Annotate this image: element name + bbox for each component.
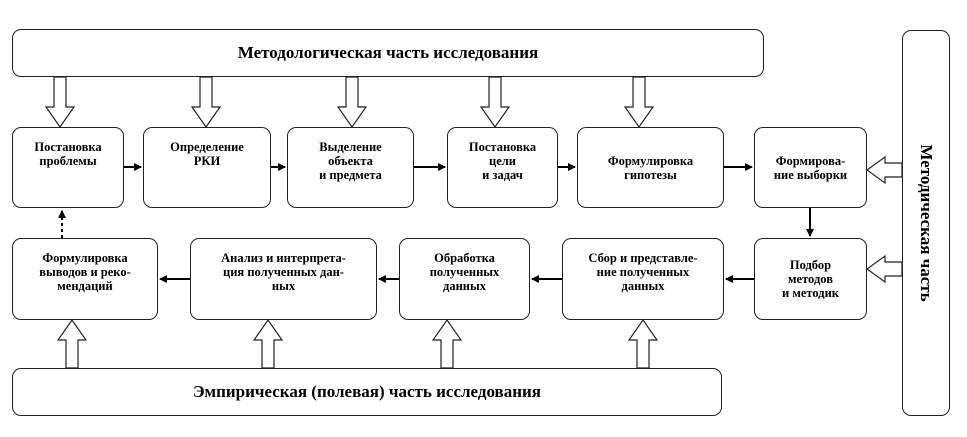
- hollow-arrow-down-5: [623, 76, 655, 129]
- step-methods-selection-label: Подбор методов и методик: [782, 258, 839, 300]
- step-sample-formation: Формирова- ние выборки: [754, 127, 867, 208]
- hollow-arrow-up-1: [56, 318, 88, 369]
- step-conclusions-label: Формулировка выводов и реко- мендаций: [39, 251, 131, 293]
- step-object-subject-label: Выделение объекта и предмета: [319, 140, 382, 182]
- hollow-arrow-up-2: [252, 318, 284, 369]
- step-goal-tasks-label: Постановка цели и задач: [468, 140, 537, 182]
- hollow-arrow-up-4: [627, 318, 659, 369]
- step-problem-statement-label: Постановка проблемы: [34, 140, 102, 168]
- step-analysis: Анализ и интерпрета- ция полученных дан-…: [190, 238, 377, 320]
- methodical-part-banner: Методическая часть: [902, 30, 950, 416]
- hollow-arrow-left-2: [865, 254, 903, 284]
- step-conclusions: Формулировка выводов и реко- мендаций: [12, 238, 158, 320]
- step-object-subject: Выделение объекта и предмета: [287, 127, 414, 208]
- hollow-arrow-down-2: [190, 76, 222, 129]
- hollow-arrow-down-3: [336, 76, 368, 129]
- hollow-arrow-down-1: [44, 76, 76, 129]
- step-data-collection: Сбор и представле- ние полученных данных: [562, 238, 724, 320]
- step-hypothesis: Формулировка гипотезы: [577, 127, 724, 208]
- methodological-part-banner: Методологическая часть исследования: [12, 29, 764, 77]
- step-rki-definition-label: Определение РКИ: [170, 140, 244, 168]
- step-sample-formation-label: Формирова- ние выборки: [773, 153, 848, 182]
- step-analysis-label: Анализ и интерпрета- ция полученных дан-…: [221, 251, 346, 293]
- step-processing-label: Обработка полученных данных: [429, 251, 500, 293]
- step-goal-tasks: Постановка цели и задач: [447, 127, 558, 208]
- step-processing: Обработка полученных данных: [399, 238, 530, 320]
- step-rki-definition: Определение РКИ: [143, 127, 271, 208]
- step-data-collection-label: Сбор и представле- ние полученных данных: [588, 251, 698, 293]
- hollow-arrow-up-3: [431, 318, 463, 369]
- empirical-part-banner: Эмпирическая (полевая) часть исследовани…: [12, 368, 722, 416]
- step-problem-statement: Постановка проблемы: [12, 127, 124, 208]
- hollow-arrow-left-1: [865, 155, 903, 185]
- step-methods-selection: Подбор методов и методик: [754, 238, 867, 320]
- hollow-arrow-down-4: [479, 76, 511, 129]
- step-hypothesis-label: Формулировка гипотезы: [607, 153, 694, 182]
